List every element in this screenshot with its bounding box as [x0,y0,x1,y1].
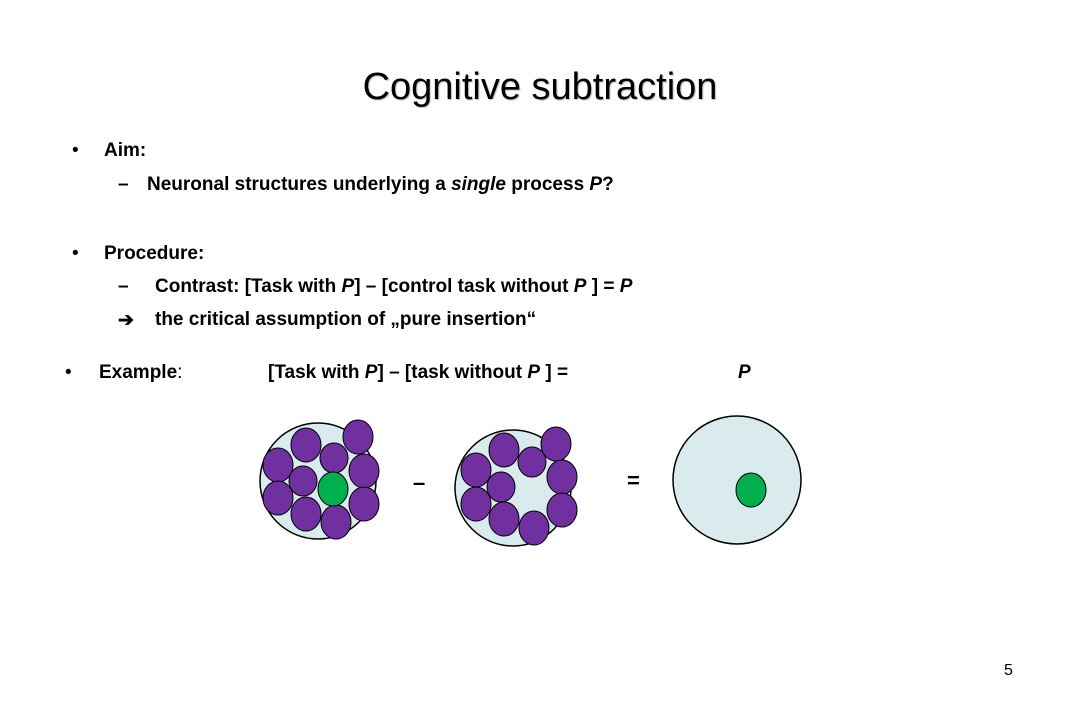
node-purple [288,465,318,497]
page-number: 5 [1004,662,1013,679]
node-purple [517,446,547,478]
task-with-p-circle [259,419,380,540]
node-purple [348,486,380,522]
node-green-process-p [735,472,767,508]
equals-operator: = [627,468,640,493]
node-purple [488,432,520,468]
node-purple [486,471,516,503]
sub-bullet-dash: – [118,174,129,195]
example-formula: [Task with P] – [task without P ] = [268,362,569,383]
right-arrow-icon: ➔ [118,310,134,331]
node-purple [546,459,578,495]
bullet-dot: • [65,362,72,383]
node-purple [320,504,352,540]
node-purple [546,492,578,528]
task-without-p-circle [454,426,578,547]
node-purple [348,453,380,489]
slide-title: Cognitive subtraction [362,66,718,108]
node-purple [460,452,492,488]
node-purple [290,427,322,463]
example-result: P [738,362,751,383]
assumption-text: the critical assumption of „pure inserti… [155,309,537,330]
aim-heading: Aim: [104,140,147,161]
node-purple [342,419,374,455]
example-label: Example: [99,362,183,383]
node-purple [319,442,349,474]
node-purple [488,501,520,537]
brain-circle-result [672,415,802,545]
node-green-process-p [317,471,349,507]
node-purple [460,486,492,522]
contrast-formula: Contrast: [Task with P] – [control task … [155,276,633,297]
procedure-heading: Procedure: [104,243,205,264]
node-purple [262,447,294,483]
node-purple [262,480,294,516]
aim-item: Neuronal structures underlying a single … [147,174,614,195]
node-purple [518,510,550,546]
node-purple [540,426,572,462]
sub-bullet-dash: – [118,276,129,297]
minus-operator: – [413,470,426,495]
node-purple [290,496,322,532]
result-p-circle [672,415,802,545]
bullet-dot: • [72,140,79,161]
bullet-dot: • [72,243,79,264]
